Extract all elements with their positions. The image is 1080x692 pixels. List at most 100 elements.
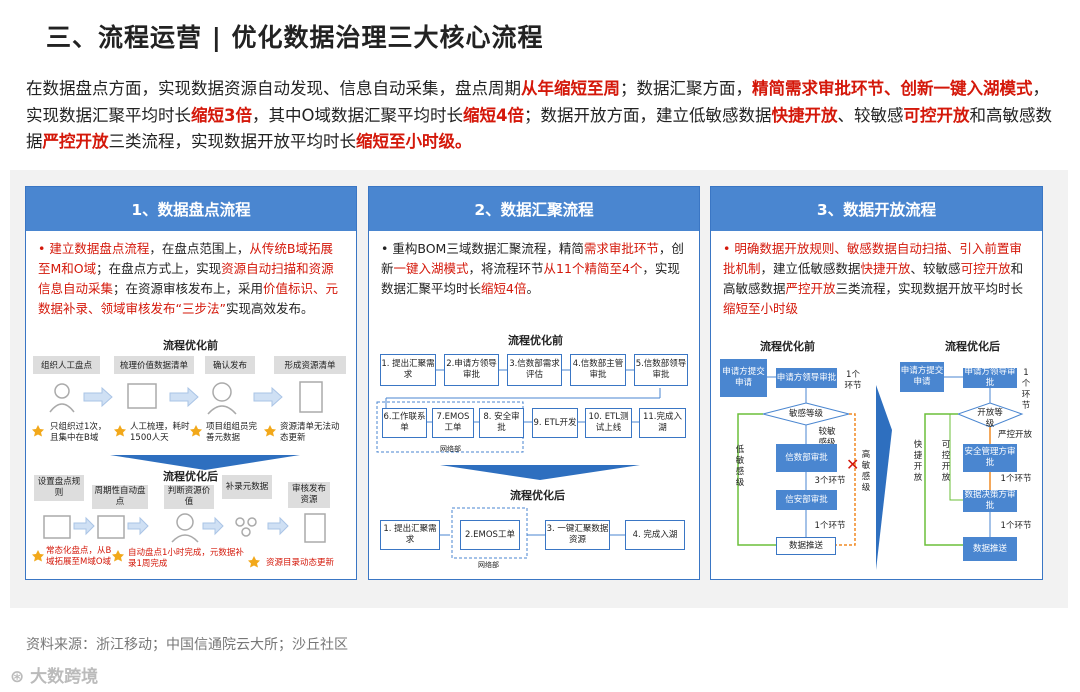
p3-note: 1个环节 [1000, 521, 1032, 531]
p3-strict-label: 严控开放 [997, 430, 1032, 440]
p2-text-segment: ，实现数据汇聚平均时长 [381, 261, 680, 296]
p2-after-step: 1. 提出汇聚需求 [380, 520, 440, 550]
intro-segment: 缩短至小时级。 [356, 132, 472, 151]
intro-segment: ；数据汇聚方面， [620, 79, 752, 98]
p3-text-segment: 严控开放 [785, 281, 836, 296]
p3-after-step2: 安全管理方审批 [963, 444, 1017, 472]
intro-segment: 从年缩短至周 [521, 79, 620, 98]
intro-segment: 缩短3倍 [191, 105, 252, 125]
p2-step: 11.完成入湖 [639, 408, 686, 438]
p3-after-start: 申请方提交申请 [900, 362, 944, 392]
p2-before-title: 流程优化前 [508, 334, 563, 347]
intro-segment: 精简需求审批环节、创新一键入湖模式 [752, 79, 1033, 98]
intro-segment: ，其中O域数据汇聚平均时长 [251, 105, 463, 125]
intro-segment: ，实现数据汇聚平均时长 [26, 79, 1049, 125]
page-title: 三、流程运营 | 优化数据治理三大核心流程 [46, 23, 544, 52]
p3-before-title: 流程优化前 [760, 340, 815, 353]
p3-text-segment: 可控开放 [960, 261, 1011, 276]
p3-before-step3: 信安部审批 [776, 490, 837, 510]
p2-step: 10. ETL测试上线 [585, 408, 632, 438]
p2-step: 5.信数部领导审批 [634, 354, 688, 386]
p1-before-note: 项目组组员完善元数据 [206, 422, 258, 443]
p2-step: 9. ETL开发 [532, 408, 578, 438]
p2-text-segment: • 重构BOM三域数据汇聚流程，精简 [381, 241, 584, 256]
p1-text-segment: ；在资源审核发布上，采用 [113, 281, 264, 296]
p3-before-start: 申请方提交申请 [720, 359, 767, 397]
p1-text-segment: ；在盘点方式上，实现 [96, 261, 222, 276]
p3-note: 3个环节 [814, 476, 846, 486]
p3-note: 1个环节 [1000, 474, 1032, 484]
p1-after-title: 流程优化后 [163, 470, 218, 483]
p1-before-note: 资源清单无法动态更新 [280, 422, 340, 443]
p2-text-segment: 。 [526, 281, 539, 296]
intro-segment: 快捷开放 [771, 105, 838, 125]
p1-text-segment: 资源自动扫描和资源信息自动采集 [38, 261, 334, 296]
p2-step: 4.信数部主管审批 [570, 354, 626, 386]
p3-after-title: 流程优化后 [945, 340, 1000, 353]
p3-fast-label: 快捷开放 [913, 440, 923, 483]
p3-after-diamond: 开放等级 [977, 408, 1003, 429]
p1-before-note: 人工梳理，耗时1500人天 [130, 422, 190, 443]
p3-control-label: 可控开放 [941, 440, 951, 483]
p1-before-step: 确认发布 [205, 356, 255, 374]
intro-segment: 三类流程，实现数据开放平均时长 [108, 132, 357, 151]
p3-high-label: 高敏感级 [861, 450, 871, 493]
p2-after-step: 4. 完成入湖 [625, 520, 685, 550]
p3-mid-label: 较敏感级 [818, 427, 836, 448]
p3-text-segment: 和高敏感数据 [723, 261, 1024, 296]
panel-inventory: 1、数据盘点流程 • 建立数据盘点流程，在盘点范围上，从传统B域拓展至M和O域；… [25, 186, 357, 580]
panel-opening-text: • 明确数据开放规则、敏感数据自动扫描、引入前置审批机制，建立低敏感数据快捷开放… [711, 231, 1042, 319]
p3-before-step1: 申请方领导审批 [776, 368, 837, 388]
logo-text: 大数跨境 [30, 667, 99, 687]
p1-text-segment: ，在盘点范围上， [149, 241, 250, 256]
p1-after-note: 自动盘点1小时完成，元数据补录1周完成 [128, 548, 244, 569]
p3-before-step2: 信数部审批 [776, 444, 837, 472]
intro-segment: 和高敏感数据 [26, 105, 1052, 152]
p3-after-step3: 数据决策方审批 [963, 490, 1017, 512]
p2-text-segment: 一键入湖模式 [393, 261, 469, 276]
panel-aggregation-header: 2、数据汇聚流程 [369, 187, 699, 231]
p1-text-segment: 从传统B域拓展至M和O域 [38, 241, 333, 276]
p1-before-note: 只组织过1次，且集中在B域 [50, 422, 107, 443]
p2-step: 7.EMOS工单 [432, 408, 474, 438]
panel-opening-header: 3、数据开放流程 [711, 187, 1042, 231]
p3-text-segment: 三类流程，实现数据开放平均时长 [835, 281, 1024, 296]
p1-after-note: 资源目录动态更新 [266, 558, 335, 568]
intro-segment: 可控开放 [903, 105, 970, 125]
p2-text-segment: 需求审批环节 [583, 241, 659, 256]
p2-text-segment: 从11个精简至4个 [543, 261, 643, 276]
p1-after-step: 补录元数据 [222, 475, 272, 499]
p2-step: 2.申请方领导审批 [444, 354, 499, 386]
p1-after-note: 常态化盘点，从B域拓展至M域O域 [46, 546, 112, 567]
intro-segment: ；数据开放方面，建立低敏感数据 [523, 105, 772, 125]
p2-dept-label: 网络部 [440, 445, 461, 453]
p1-before-step: 形成资源清单 [274, 356, 346, 374]
p2-text-segment: 缩短4倍 [481, 281, 527, 296]
p3-after-step1: 申请方领导审批 [963, 367, 1017, 388]
panel-aggregation-text: • 重构BOM三域数据汇聚流程，精简需求审批环节，创新一键入湖模式，将流程环节从… [369, 231, 699, 299]
p2-after-title: 流程优化后 [510, 489, 565, 502]
p3-before-diamond: 敏感等级 [788, 409, 823, 419]
p3-note: 1个环节 [1021, 368, 1031, 411]
p1-text-segment: 价值标识、元数据补录、领域审核发布“三步法” [38, 281, 339, 316]
p2-dept-label: 网络部 [478, 561, 499, 569]
p2-text-segment: ，将流程环节 [468, 261, 544, 276]
p1-before-step: 梳理价值数据清单 [114, 356, 194, 374]
p1-after-step: 判断资源价值 [164, 485, 214, 509]
p3-note: 1个环节 [814, 521, 846, 531]
p1-after-step: 设置盘点规则 [34, 475, 84, 501]
p1-before-step: 组织人工盘点 [33, 356, 100, 374]
panel-inventory-header: 1、数据盘点流程 [26, 187, 356, 231]
p3-text-segment: • 明确数据开放规则、敏感数据自动扫描、引入前置审批机制 [723, 241, 1022, 276]
source-note: 资料来源：浙江移动；中国信通院云大所；沙丘社区 [26, 637, 348, 653]
p2-step: 6.工作联系单 [382, 408, 427, 438]
p2-after-step: 2.EMOS工单 [460, 520, 520, 550]
p1-after-step: 周期性自动盘点 [92, 485, 148, 509]
logo-icon: ⊛ [10, 667, 31, 687]
p1-after-step: 审核发布资源 [288, 482, 330, 508]
intro-segment: 缩短4倍 [462, 105, 524, 125]
p2-step: 3.信数部需求评估 [507, 354, 562, 386]
intro-segment: 严控开放 [42, 132, 109, 151]
p3-before-step4: 数据推送 [776, 537, 836, 555]
panel-inventory-text: • 建立数据盘点流程，在盘点范围上，从传统B域拓展至M和O域；在盘点方式上，实现… [26, 231, 356, 319]
